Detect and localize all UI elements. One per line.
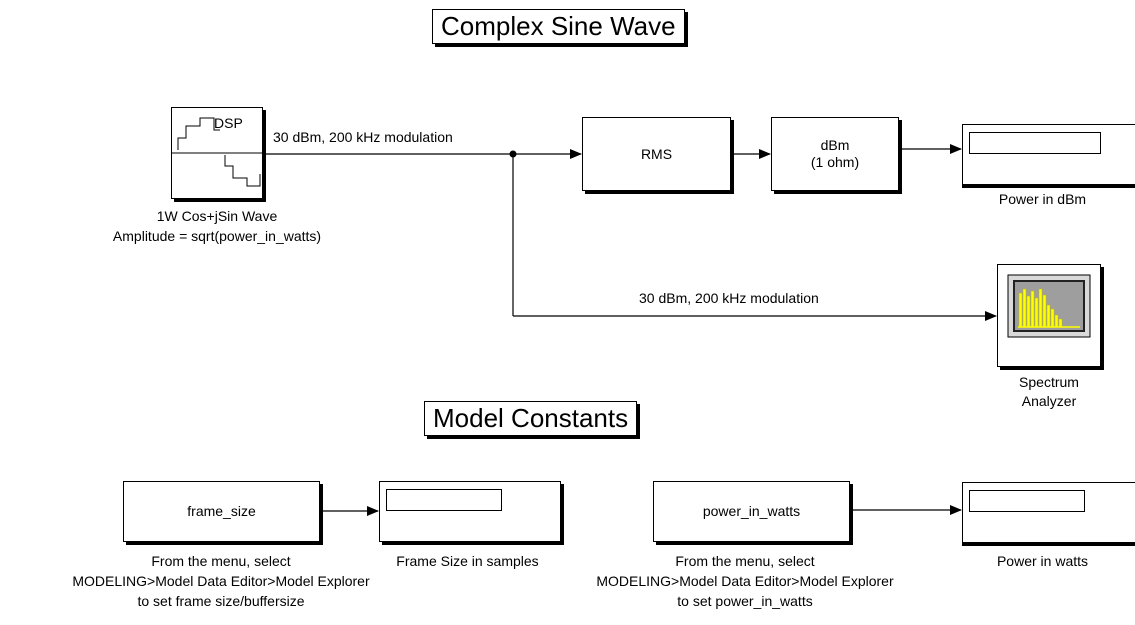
- dbm-label: dBm: [820, 137, 850, 153]
- spectrum-analyzer-block[interactable]: [997, 264, 1101, 367]
- power-watts-display-label: Power in watts: [996, 553, 1089, 569]
- dsp-label: DSP: [214, 115, 243, 131]
- power-dbm-display-block[interactable]: [962, 124, 1135, 185]
- signal-label-top: 30 dBm, 200 kHz modulation: [273, 129, 453, 145]
- title-model-constants: Model Constants: [424, 401, 638, 436]
- frame-size-desc-1: From the menu, select: [151, 553, 291, 569]
- title-complex-sine-wave: Complex Sine Wave: [432, 9, 685, 44]
- power-in-watts-label: power_in_watts: [702, 503, 801, 519]
- spectrum-analyzer-label-2: Analyzer: [1021, 393, 1077, 409]
- dbm-text: dBm (1 ohm): [772, 118, 898, 190]
- spectrum-analyzer-label-1: Spectrum: [1019, 374, 1079, 390]
- sine-wave-block[interactable]: DSP: [171, 107, 263, 199]
- power-watts-display-shadow: [962, 543, 1135, 546]
- power-watts-desc-2: MODELING>Model Data Editor>Model Explore…: [596, 573, 894, 589]
- power-watts-desc-3: to set power_in_watts: [677, 593, 813, 609]
- dbm-block[interactable]: dBm (1 ohm): [771, 117, 899, 191]
- spectrum-analyzer-icon: [1007, 274, 1091, 338]
- power-in-watts-constant-block[interactable]: power_in_watts: [653, 481, 850, 542]
- power-dbm-display-shadow: [962, 185, 1135, 188]
- frame-size-desc-3: to set frame size/buffersize: [137, 593, 305, 609]
- power-watts-desc-1: From the menu, select: [675, 553, 815, 569]
- power-dbm-label: Power in dBm: [998, 191, 1087, 207]
- rms-label: RMS: [640, 145, 673, 162]
- rms-block[interactable]: RMS: [582, 117, 731, 191]
- dbm-ohm-label: (1 ohm): [810, 154, 860, 170]
- frame-size-display-label: Frame Size in samples: [396, 553, 539, 569]
- frame-size-desc-2: MODELING>Model Data Editor>Model Explore…: [72, 573, 370, 589]
- sine-wave-label-1: 1W Cos+jSin Wave: [156, 208, 278, 224]
- frame-size-label: frame_size: [187, 503, 256, 519]
- power-watts-display-block[interactable]: [962, 482, 1135, 543]
- power-dbm-display-window: [969, 132, 1101, 154]
- power-watts-display-window: [969, 490, 1085, 512]
- sine-wave-label-2: Amplitude = sqrt(power_in_watts): [112, 228, 322, 244]
- sine-wave-icon: [172, 117, 262, 187]
- frame-size-display-window: [386, 489, 502, 511]
- frame-size-constant-block[interactable]: frame_size: [123, 481, 320, 542]
- signal-label-branch: 30 dBm, 200 kHz modulation: [639, 290, 819, 306]
- branch-point: [509, 150, 517, 158]
- frame-size-display-block[interactable]: [379, 481, 561, 542]
